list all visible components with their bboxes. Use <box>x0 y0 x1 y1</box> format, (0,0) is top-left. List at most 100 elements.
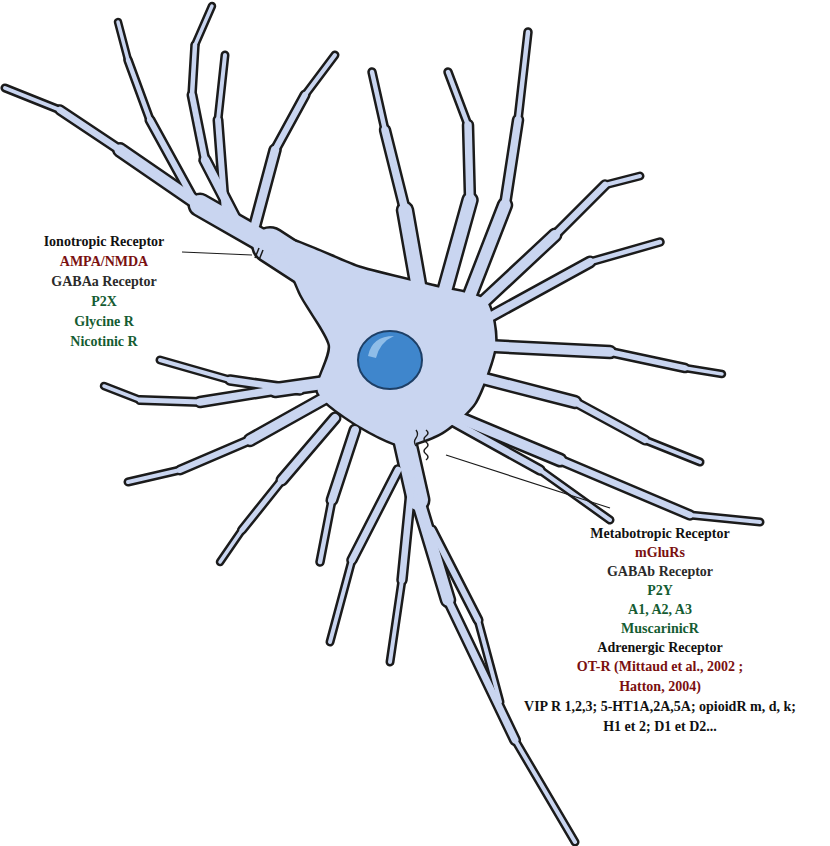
process-segment <box>478 620 500 702</box>
process-segment <box>5 88 60 110</box>
process-segment <box>104 386 140 400</box>
process-segment <box>555 185 605 235</box>
receptor-label: MuscarinicR <box>540 619 780 639</box>
process-segment <box>140 400 200 402</box>
process-segment <box>480 235 555 305</box>
process-segment <box>60 110 120 150</box>
group-heading: Metabotropic Receptor <box>540 524 780 544</box>
process-segment <box>192 95 205 160</box>
process-segment <box>590 242 660 262</box>
process-segment <box>402 480 412 580</box>
process-segment <box>128 470 180 482</box>
process-segment <box>104 386 140 400</box>
process-segment <box>470 375 575 402</box>
receptor-label: Glycine R <box>14 312 194 332</box>
process-segment <box>448 600 515 740</box>
process-segment <box>505 120 518 205</box>
process-segment <box>160 360 230 380</box>
leader-line <box>182 252 252 255</box>
receptor-label: P2Y <box>540 581 780 601</box>
leader-line <box>446 455 610 508</box>
process-segment <box>610 352 685 368</box>
process-segment <box>218 55 225 120</box>
process-segment <box>180 440 250 470</box>
process-segment <box>140 400 200 402</box>
process-segment <box>128 470 180 482</box>
process-segment <box>385 130 405 210</box>
process-segment <box>515 740 575 842</box>
process-segment <box>60 110 120 150</box>
process-segment <box>515 740 575 842</box>
receptor-label: P2X <box>14 292 194 312</box>
receptor-label: mGluRs <box>540 543 780 563</box>
process-segment <box>242 480 282 530</box>
soma <box>283 240 495 445</box>
process-segment <box>560 460 690 515</box>
receptor-label: Adrenergic Receptor <box>540 638 780 658</box>
process-segment <box>128 60 150 120</box>
process-segment <box>200 390 275 402</box>
process-segment <box>218 55 225 120</box>
process-segment <box>180 440 250 470</box>
process-segment <box>192 45 195 95</box>
process-segment <box>128 60 150 120</box>
process-segment <box>540 470 610 520</box>
soma-outline <box>283 240 495 445</box>
process-segment <box>390 580 402 662</box>
process-segment <box>448 72 468 125</box>
process-segment <box>505 120 518 205</box>
process-segment <box>385 130 405 210</box>
process-segment <box>195 6 212 45</box>
process-segment <box>445 200 470 290</box>
process-segment <box>305 55 335 95</box>
process-segment <box>468 125 470 200</box>
process-segment <box>320 500 332 562</box>
process-segment <box>220 530 242 562</box>
process-segment <box>448 600 515 740</box>
process-segment <box>150 120 195 202</box>
process-segment <box>575 402 645 440</box>
process-segment <box>605 176 640 185</box>
process-segment <box>518 32 528 120</box>
receptor-label: A1, A2, A3 <box>540 600 780 620</box>
receptor-label: AMPA/NMDA <box>14 252 194 272</box>
metabotropic-symbol <box>415 430 418 446</box>
process-segment <box>645 440 700 462</box>
process-segment <box>610 352 685 368</box>
process-segment <box>645 440 700 462</box>
process-segment <box>555 185 605 235</box>
process-segment <box>448 72 468 125</box>
process-segment <box>605 176 640 185</box>
process-segment <box>685 368 722 374</box>
process-segment <box>488 262 590 318</box>
process-segment <box>470 375 575 402</box>
receptor-label: VIP R 1,2,3; 5-HT1A,2A,5A; opioidR m, d,… <box>522 697 798 737</box>
ionotropic-symbol <box>255 248 263 260</box>
receptor-label: Nicotinic R <box>14 332 194 352</box>
process-segment <box>560 460 690 515</box>
process-segment <box>230 380 300 390</box>
process-segment <box>372 72 385 130</box>
process-segment <box>590 242 660 262</box>
process-segment <box>685 368 722 374</box>
process-segment <box>352 470 398 560</box>
metabotropic-symbol <box>424 430 428 460</box>
process-segment <box>192 45 195 95</box>
process-segment <box>255 150 275 225</box>
process-segment <box>445 200 470 290</box>
process-segment <box>468 125 470 200</box>
process-segment <box>372 72 385 130</box>
process-segment <box>192 95 205 160</box>
process-segment <box>160 360 230 380</box>
process-segment <box>255 150 275 225</box>
process-segment <box>275 95 305 150</box>
group-heading: Ionotropic Receptor <box>14 232 194 252</box>
process-segment <box>390 580 402 662</box>
receptor-label: GABAa Receptor <box>14 272 194 292</box>
receptor-label: GABAb Receptor <box>540 562 780 582</box>
process-segment <box>320 500 332 562</box>
process-segment <box>575 402 645 440</box>
process-segment <box>450 420 540 470</box>
process-segment <box>220 530 242 562</box>
